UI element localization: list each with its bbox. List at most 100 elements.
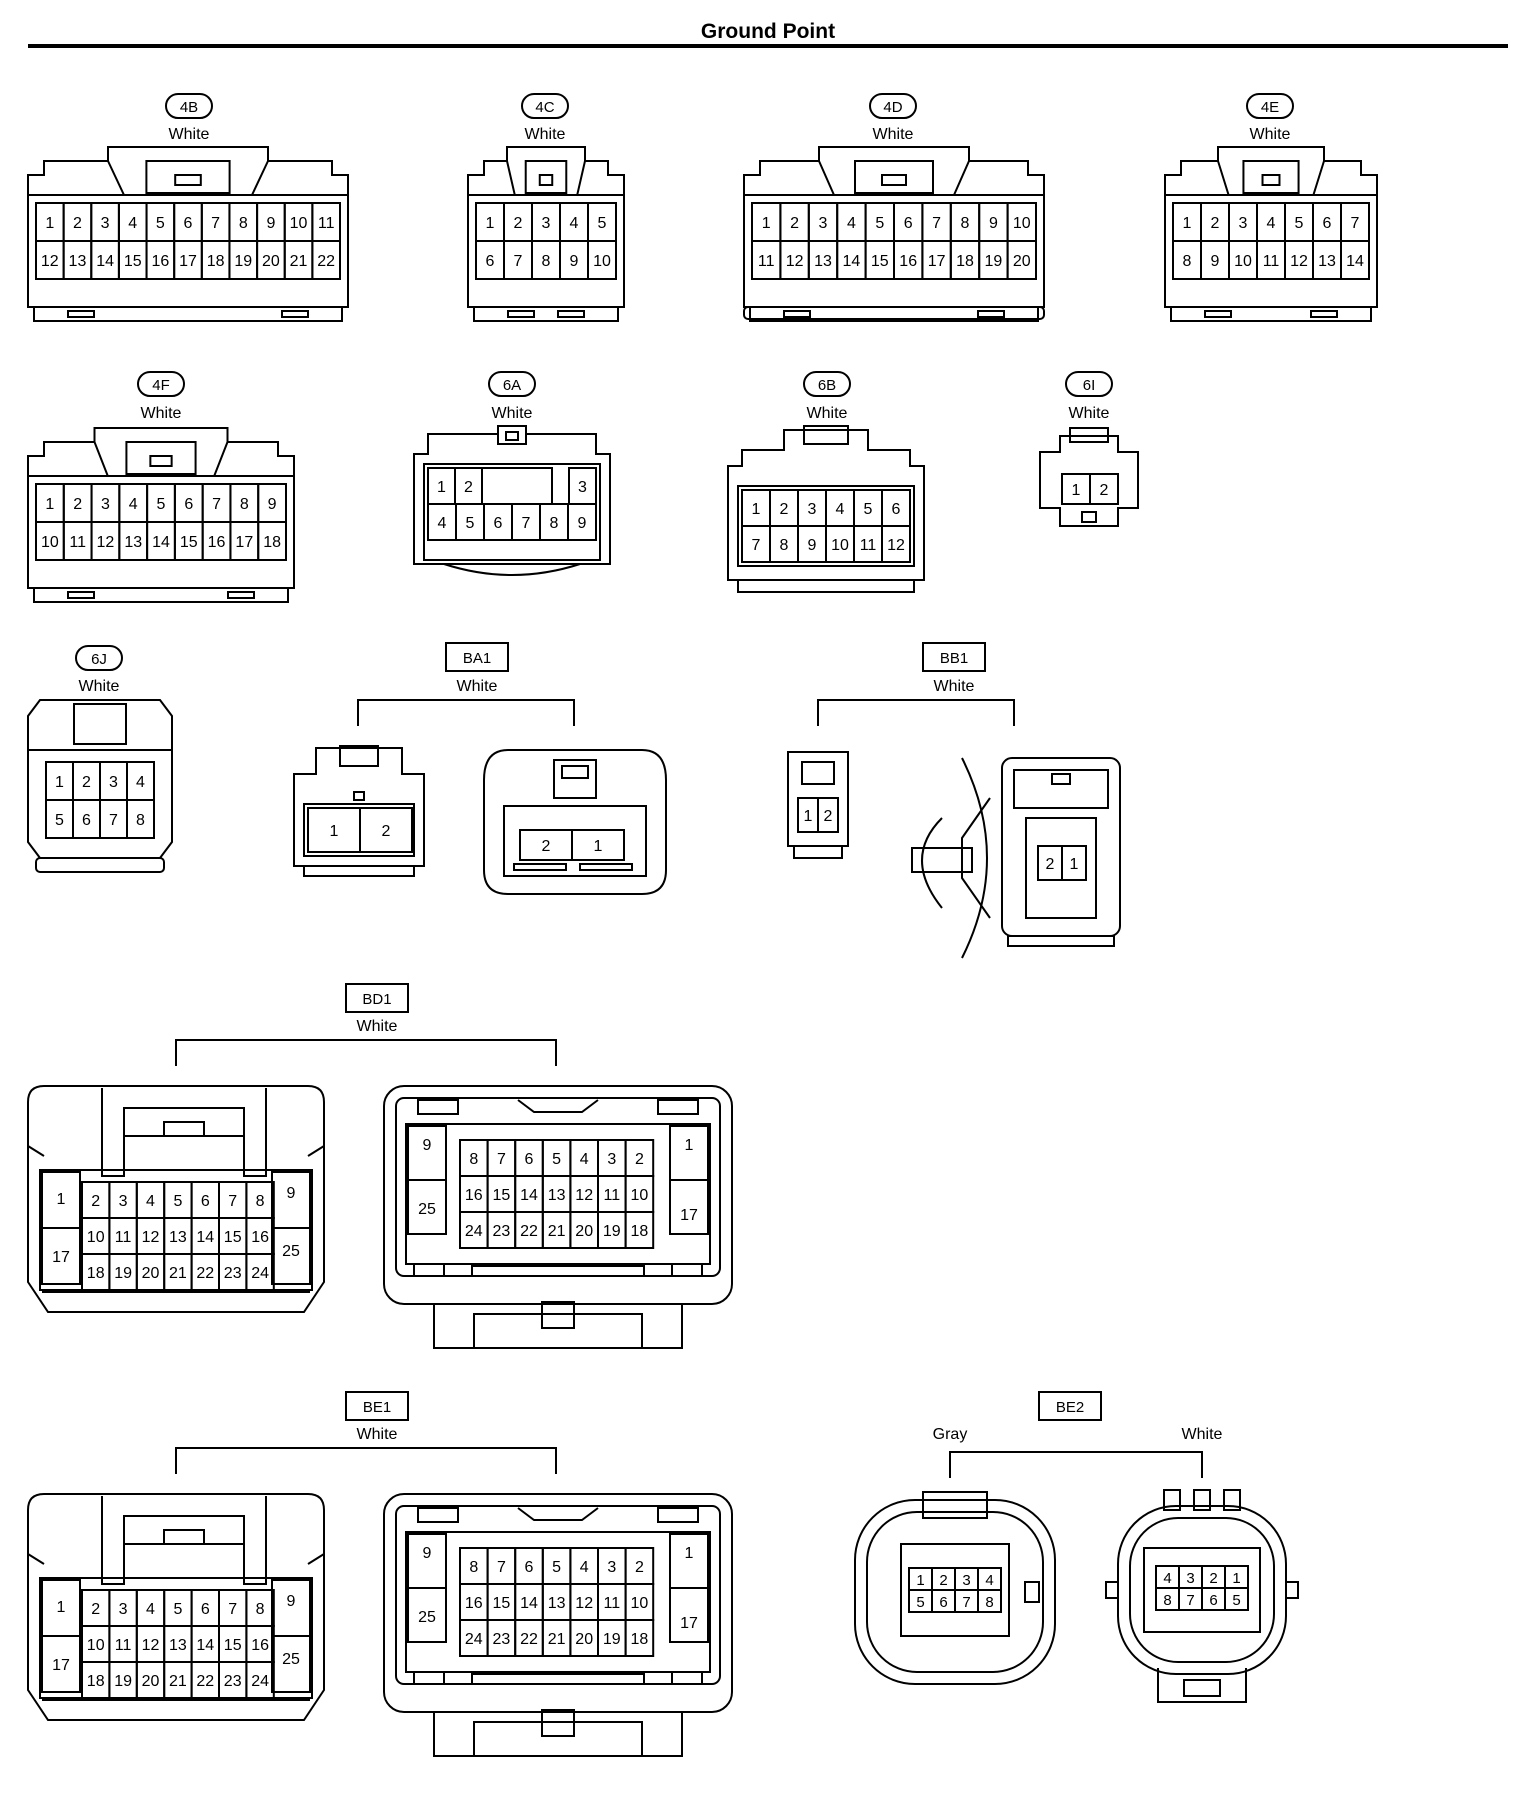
slot <box>413 1263 445 1277</box>
pin-number: 11 <box>115 1637 132 1654</box>
pin-number: 2 <box>635 1559 644 1576</box>
pin-number: 4 <box>146 1193 155 1210</box>
pin-cell <box>359 807 413 853</box>
pin-number: 3 <box>607 1151 616 1168</box>
pin-number: 4 <box>129 496 138 513</box>
side-tab <box>1285 1581 1299 1599</box>
pin-number: 13 <box>814 253 832 270</box>
pin-number: 24 <box>465 1631 483 1648</box>
pin-cell <box>1089 473 1119 505</box>
base-slot <box>977 310 1005 318</box>
pin-number: 6 <box>201 1193 210 1210</box>
pin-number: 15 <box>493 1595 511 1612</box>
pin-number: 11 <box>603 1187 620 1204</box>
pin-number: 18 <box>207 253 225 270</box>
pin-number: 11 <box>318 215 335 232</box>
pin-number: 21 <box>548 1223 566 1240</box>
pin-number: 17 <box>235 534 253 551</box>
pin-number: 3 <box>578 479 587 496</box>
base-slot <box>1204 310 1232 318</box>
pin-number: 9 <box>268 496 277 513</box>
pin-number: 4 <box>580 1151 589 1168</box>
color-label: White <box>492 405 533 422</box>
pin-number: 19 <box>603 1223 621 1240</box>
pin-cell <box>407 1179 447 1235</box>
pin-number: 15 <box>224 1637 242 1654</box>
pin-number: 2 <box>939 1572 947 1589</box>
pin-number: 9 <box>423 1137 432 1154</box>
pin-number: 3 <box>101 496 110 513</box>
base-slot <box>67 591 95 599</box>
pin-number: 3 <box>119 1193 128 1210</box>
pin-number: 9 <box>266 215 275 232</box>
tag-oval <box>521 93 569 119</box>
pin-number: 13 <box>169 1637 187 1654</box>
outline <box>1129 1517 1275 1663</box>
outline <box>383 1493 733 1713</box>
clip <box>961 757 988 959</box>
pin-number: 3 <box>1239 215 1248 232</box>
tag-box <box>345 983 409 1013</box>
pin-cell <box>1061 845 1087 881</box>
pin-cell <box>1224 1587 1249 1611</box>
latch-tab <box>163 1121 205 1137</box>
latch <box>101 1496 267 1585</box>
color-label: White <box>457 678 498 695</box>
key <box>1081 511 1097 523</box>
pin-number: 9 <box>989 215 998 232</box>
base-slot <box>557 310 585 318</box>
pin-field <box>423 463 601 561</box>
pin-number: 16 <box>251 1637 269 1654</box>
base-slot <box>227 591 255 599</box>
pin-cell <box>587 240 617 280</box>
pin-number: 20 <box>575 1223 593 1240</box>
pin-number: 19 <box>603 1631 621 1648</box>
pin-field <box>900 1543 1010 1637</box>
tag-label: BE2 <box>1056 1399 1084 1416</box>
page-title: Ground Point <box>701 20 835 43</box>
pin-number: 1 <box>45 215 54 232</box>
pin-number: 14 <box>520 1187 538 1204</box>
pin-cell <box>245 1253 275 1291</box>
color-label: Gray <box>933 1426 968 1443</box>
pin-number: 18 <box>263 534 281 551</box>
pin-number: 14 <box>196 1637 214 1654</box>
pin-number: 4 <box>580 1559 589 1576</box>
outline <box>307 1553 325 1565</box>
connector-tag-bb1: BB1 <box>922 642 986 672</box>
pin-cell <box>624 1619 655 1657</box>
pin-number: 2 <box>73 496 82 513</box>
pin-number: 12 <box>887 537 905 554</box>
connector-tag-4b: 4B <box>165 93 213 119</box>
pin-number: 3 <box>819 215 828 232</box>
pin-number: 7 <box>497 1151 506 1168</box>
pin-number: 20 <box>1013 253 1031 270</box>
pin-number: 5 <box>1295 215 1304 232</box>
lock-key <box>541 1301 575 1329</box>
pin-number: 1 <box>437 479 446 496</box>
connector-tag-be2: BE2 <box>1038 1391 1102 1421</box>
tag-box <box>445 642 509 672</box>
pin-number: 8 <box>469 1559 478 1576</box>
pin-number: 1 <box>1232 1570 1240 1587</box>
lock-tab <box>473 1313 643 1348</box>
color-label: White <box>141 405 182 422</box>
outline <box>854 1499 1056 1685</box>
latch-tab <box>505 431 519 441</box>
pin-cell <box>41 1227 81 1285</box>
pin-number: 20 <box>262 253 280 270</box>
pin-number: 14 <box>96 253 114 270</box>
pin-number: 3 <box>962 1572 970 1589</box>
connector-tag-6b: 6B <box>803 371 851 397</box>
pin-number: 10 <box>290 215 308 232</box>
slot <box>471 1265 645 1277</box>
pin-number: 8 <box>780 537 789 554</box>
pin-field <box>1143 1547 1261 1633</box>
pin-number: 22 <box>196 1673 214 1690</box>
pin-cell <box>669 1179 709 1235</box>
pin-number: 2 <box>1046 856 1055 873</box>
connector-tag-4c: 4C <box>521 93 569 119</box>
tag-box <box>1038 1391 1102 1421</box>
